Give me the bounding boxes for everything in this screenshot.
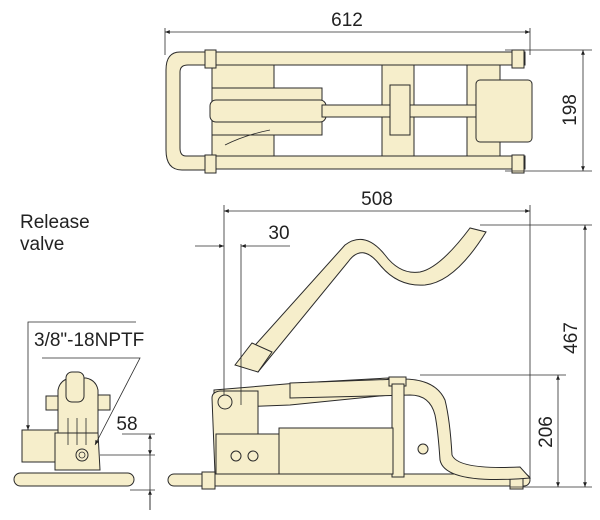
front-dimensions: 58 <box>26 321 155 510</box>
release-label-line2: valve <box>20 234 65 255</box>
thread-label: 3/8"-18NPTF <box>34 330 145 351</box>
dim-467: 467 <box>561 322 582 354</box>
dim-58: 58 <box>116 414 137 435</box>
dim-30: 30 <box>268 223 289 244</box>
side-dimensions: 508 30 467 206 <box>195 189 592 488</box>
top-view <box>165 49 533 174</box>
top-dimensions: 612 198 <box>164 10 592 172</box>
release-valve-label: Release valve <box>20 212 90 256</box>
dim-508: 508 <box>361 189 393 210</box>
side-view <box>167 227 532 490</box>
front-view <box>13 371 135 487</box>
release-label-line1: Release <box>20 212 90 233</box>
dim-198: 198 <box>560 94 581 126</box>
dim-612: 612 <box>331 10 363 31</box>
dim-206: 206 <box>536 416 557 448</box>
